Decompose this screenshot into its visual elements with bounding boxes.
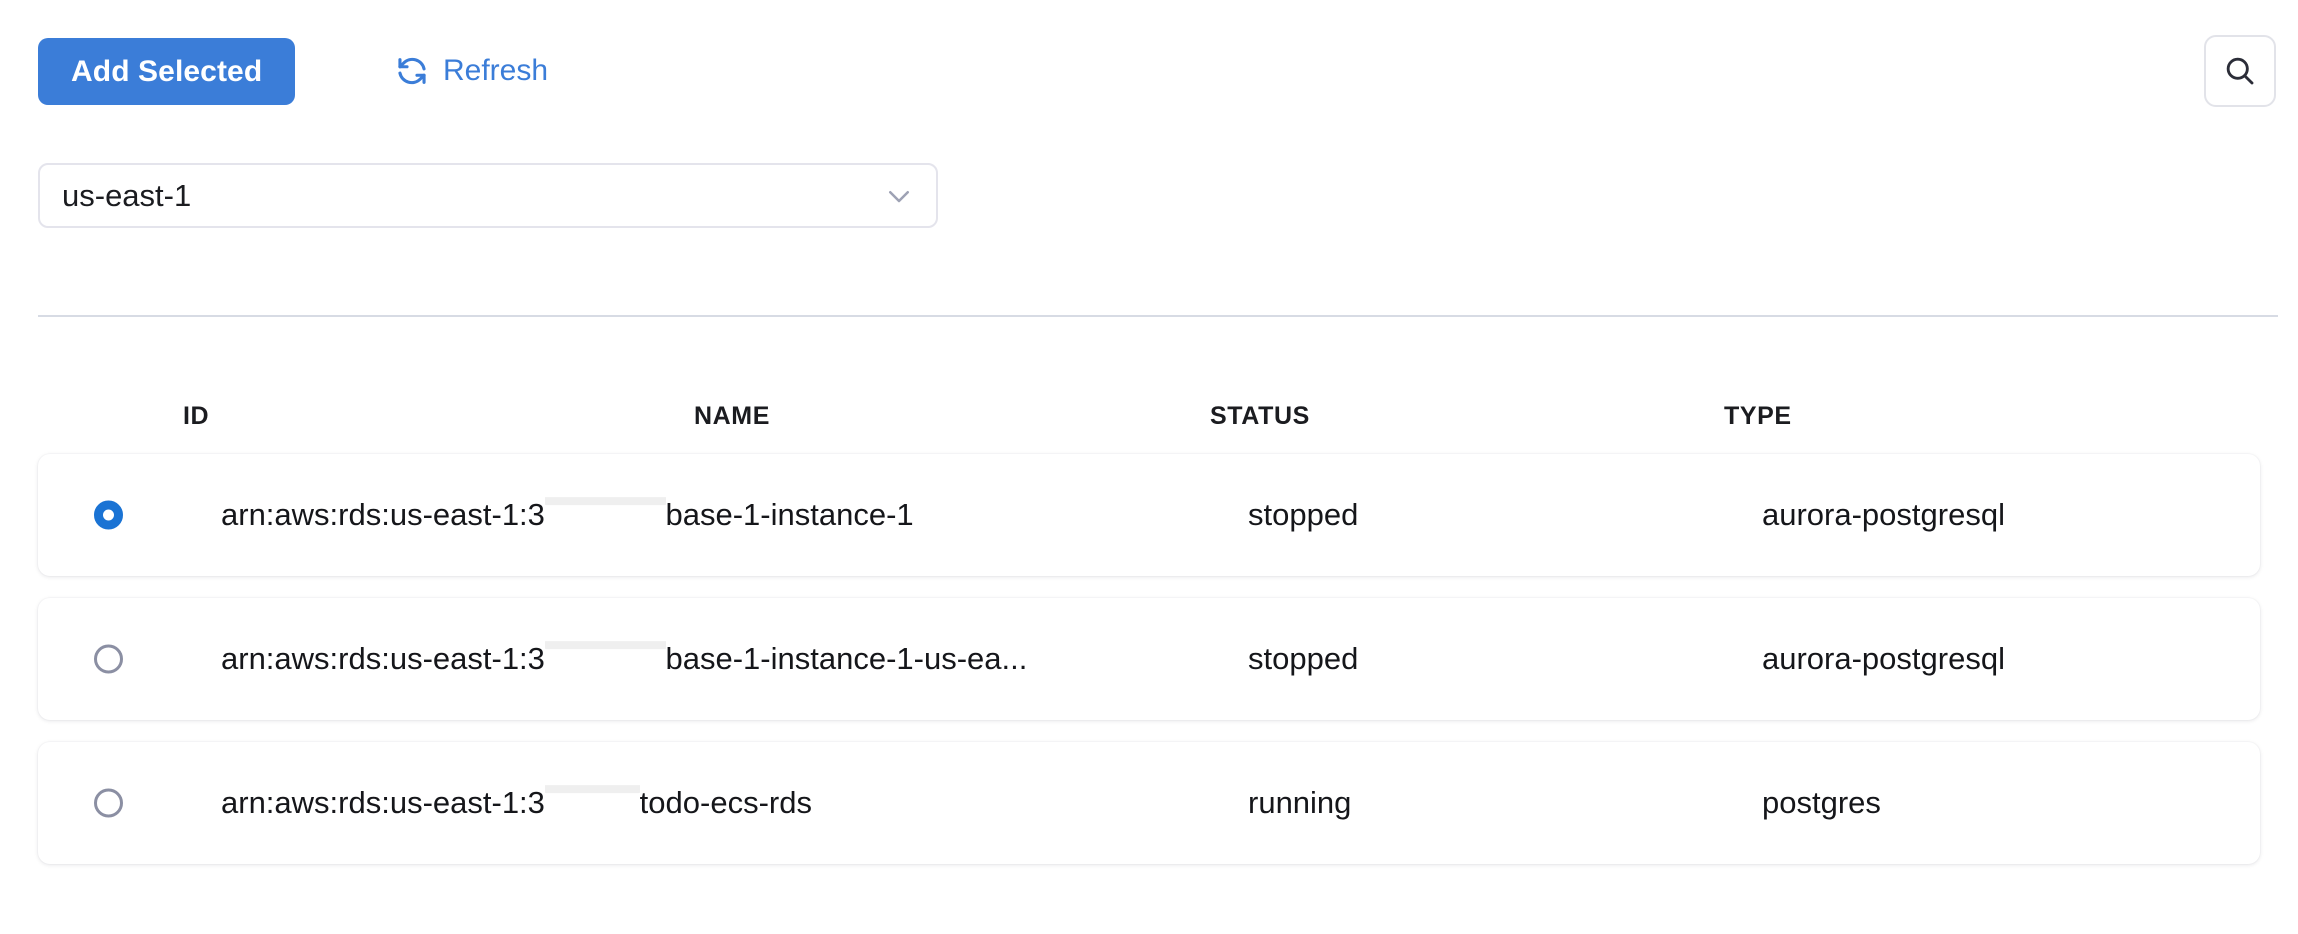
id-prefix: arn:aws:rds:us-east-1:3	[221, 497, 545, 533]
cell-id: arn:aws:rds:us-east-1:3 base-1-instance-…	[221, 641, 1027, 677]
table-row[interactable]: arn:aws:rds:us-east-1:3 base-1-instance-…	[38, 454, 2260, 576]
redaction-overlay	[544, 785, 640, 794]
row-radio-button[interactable]	[94, 644, 123, 674]
table-row[interactable]: arn:aws:rds:us-east-1:3 todo-ecs-rds runn…	[38, 742, 2260, 864]
column-header-id: ID	[183, 402, 210, 430]
redaction-overlay	[544, 641, 666, 650]
add-selected-button[interactable]: Add Selected	[38, 38, 296, 105]
cell-id: arn:aws:rds:us-east-1:3 base-1-instance-…	[221, 497, 914, 533]
cell-status: running	[1248, 785, 1352, 821]
id-suffix: todo-ecs-rds	[639, 785, 812, 821]
region-select-value: us-east-1	[62, 178, 192, 213]
row-radio-button[interactable]	[94, 788, 123, 818]
cell-status: stopped	[1248, 497, 1359, 533]
section-divider	[38, 315, 2278, 317]
refresh-icon	[395, 54, 429, 88]
table-body: arn:aws:rds:us-east-1:3 base-1-instance-…	[0, 454, 2298, 864]
table-header-row: ID NAME STATUS TYPE	[0, 392, 2298, 454]
toolbar: Add Selected Refresh	[0, 0, 2298, 140]
column-header-name: NAME	[694, 402, 771, 430]
id-redacted-segment	[544, 785, 640, 820]
redaction-overlay	[544, 497, 666, 506]
table-row[interactable]: arn:aws:rds:us-east-1:3 base-1-instance-…	[38, 598, 2260, 720]
resources-table: ID NAME STATUS TYPE arn:aws:rds:us-east-…	[0, 392, 2298, 886]
search-icon	[2222, 53, 2258, 89]
search-button[interactable]	[2204, 35, 2276, 107]
region-select-wrapper: us-east-1	[38, 163, 938, 228]
add-selected-label: Add Selected	[71, 54, 263, 88]
id-suffix: base-1-instance-1-us-ea...	[665, 641, 1028, 677]
id-prefix: arn:aws:rds:us-east-1:3	[221, 641, 545, 677]
id-prefix: arn:aws:rds:us-east-1:3	[221, 785, 545, 821]
cell-type: aurora-postgresql	[1762, 497, 2005, 533]
id-redacted-segment	[544, 497, 666, 532]
chevron-down-icon	[884, 181, 914, 211]
region-select[interactable]: us-east-1	[38, 163, 938, 228]
column-header-type: TYPE	[1724, 402, 1792, 430]
id-suffix: base-1-instance-1	[665, 497, 914, 533]
refresh-button[interactable]: Refresh	[395, 46, 548, 96]
refresh-label: Refresh	[443, 54, 549, 87]
column-header-status: STATUS	[1210, 402, 1310, 430]
cell-status: stopped	[1248, 641, 1359, 677]
cell-type: aurora-postgresql	[1762, 641, 2005, 677]
cell-type: postgres	[1762, 785, 1881, 821]
id-redacted-segment	[544, 641, 666, 676]
cell-id: arn:aws:rds:us-east-1:3 todo-ecs-rds	[221, 785, 812, 821]
row-radio-button[interactable]	[94, 500, 123, 530]
